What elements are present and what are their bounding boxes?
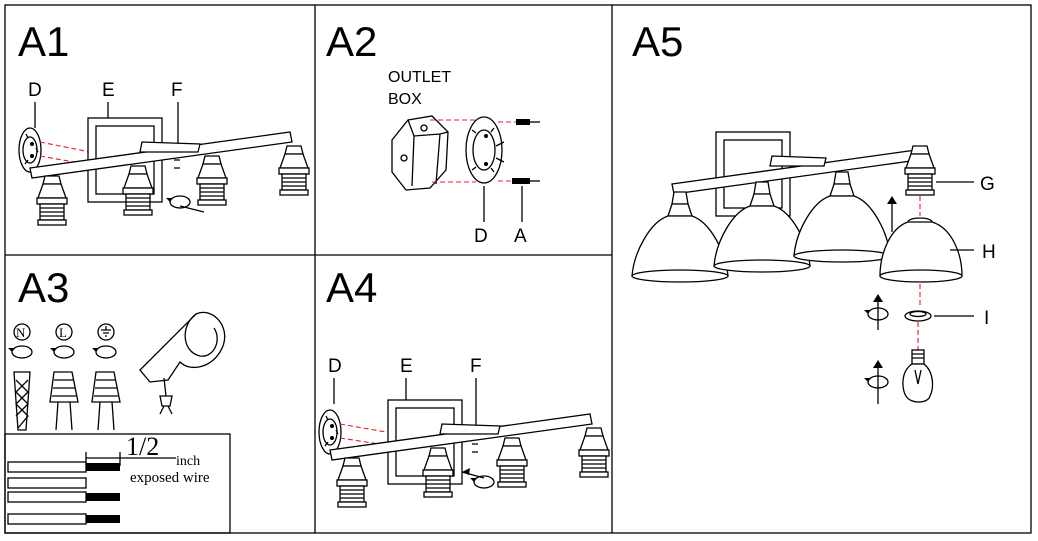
svg-text:N: N xyxy=(16,325,26,340)
panel-a5-title: A5 xyxy=(632,18,683,65)
wire-length-unit: inch xyxy=(176,454,200,469)
wire-nut-icon xyxy=(49,371,121,431)
label-d: D xyxy=(28,80,42,101)
mounting-plate-icon xyxy=(465,116,503,184)
label-f: F xyxy=(470,356,482,377)
label-f: F xyxy=(171,80,183,101)
exposed-wire-caption: exposed wire xyxy=(130,470,210,486)
panel-a4-title: A4 xyxy=(326,264,377,311)
label-a: A xyxy=(514,226,527,247)
rotate-arrow-icon xyxy=(863,375,889,389)
diagram-frame xyxy=(4,4,1032,534)
label-i: I xyxy=(984,308,989,329)
fixture-icon xyxy=(330,400,609,507)
stripped-wire-guide xyxy=(4,433,231,534)
panel-a3: A3 N L xyxy=(4,264,231,534)
glass-shade-icon xyxy=(631,191,729,283)
panel-a3-title: A3 xyxy=(18,264,69,311)
twisted-wires-icon xyxy=(13,371,31,431)
ring-nut-icon xyxy=(904,310,932,322)
canopy-icon xyxy=(18,127,42,173)
rotate-arrow-icon xyxy=(863,307,889,321)
fixture-icon xyxy=(30,118,309,225)
svg-text:L: L xyxy=(59,325,67,340)
rotate-arrow-icon xyxy=(91,345,117,359)
ground-symbol-icon xyxy=(97,323,115,341)
rotate-arrow-icon xyxy=(7,345,33,359)
outlet-box-icon xyxy=(391,115,449,191)
panel-a1: A1 D E F xyxy=(18,18,309,225)
wire-length-value: 1/2 xyxy=(126,432,159,461)
neutral-symbol-icon xyxy=(13,323,31,341)
outlet-box-label-line1: OUTLET xyxy=(388,69,451,86)
canopy-icon xyxy=(318,409,342,455)
light-bulb-icon xyxy=(902,349,934,403)
label-h: H xyxy=(982,242,996,263)
screw-icon xyxy=(495,119,540,184)
rotate-arrow-icon xyxy=(49,345,75,359)
label-e: E xyxy=(102,80,115,101)
panel-a1-title: A1 xyxy=(18,18,69,65)
label-e: E xyxy=(400,356,413,377)
label-d: D xyxy=(328,356,342,377)
glass-shade-icon xyxy=(793,171,891,263)
panel-a2: A2 OUTLET BOX D A xyxy=(326,18,540,247)
label-g: G xyxy=(980,174,995,195)
panel-a4: A4 D E F xyxy=(318,264,609,507)
electrical-tape-icon xyxy=(139,311,226,415)
panel-a5: A5 G H I xyxy=(631,18,996,404)
label-d: D xyxy=(474,226,488,247)
glass-shade-icon xyxy=(879,217,963,283)
rotate-arrow-icon xyxy=(165,195,191,209)
outlet-box-label-line2: BOX xyxy=(388,91,422,108)
stripped-wires-icon xyxy=(7,461,120,525)
panel-a2-title: A2 xyxy=(326,18,377,65)
live-symbol-icon xyxy=(55,323,73,341)
